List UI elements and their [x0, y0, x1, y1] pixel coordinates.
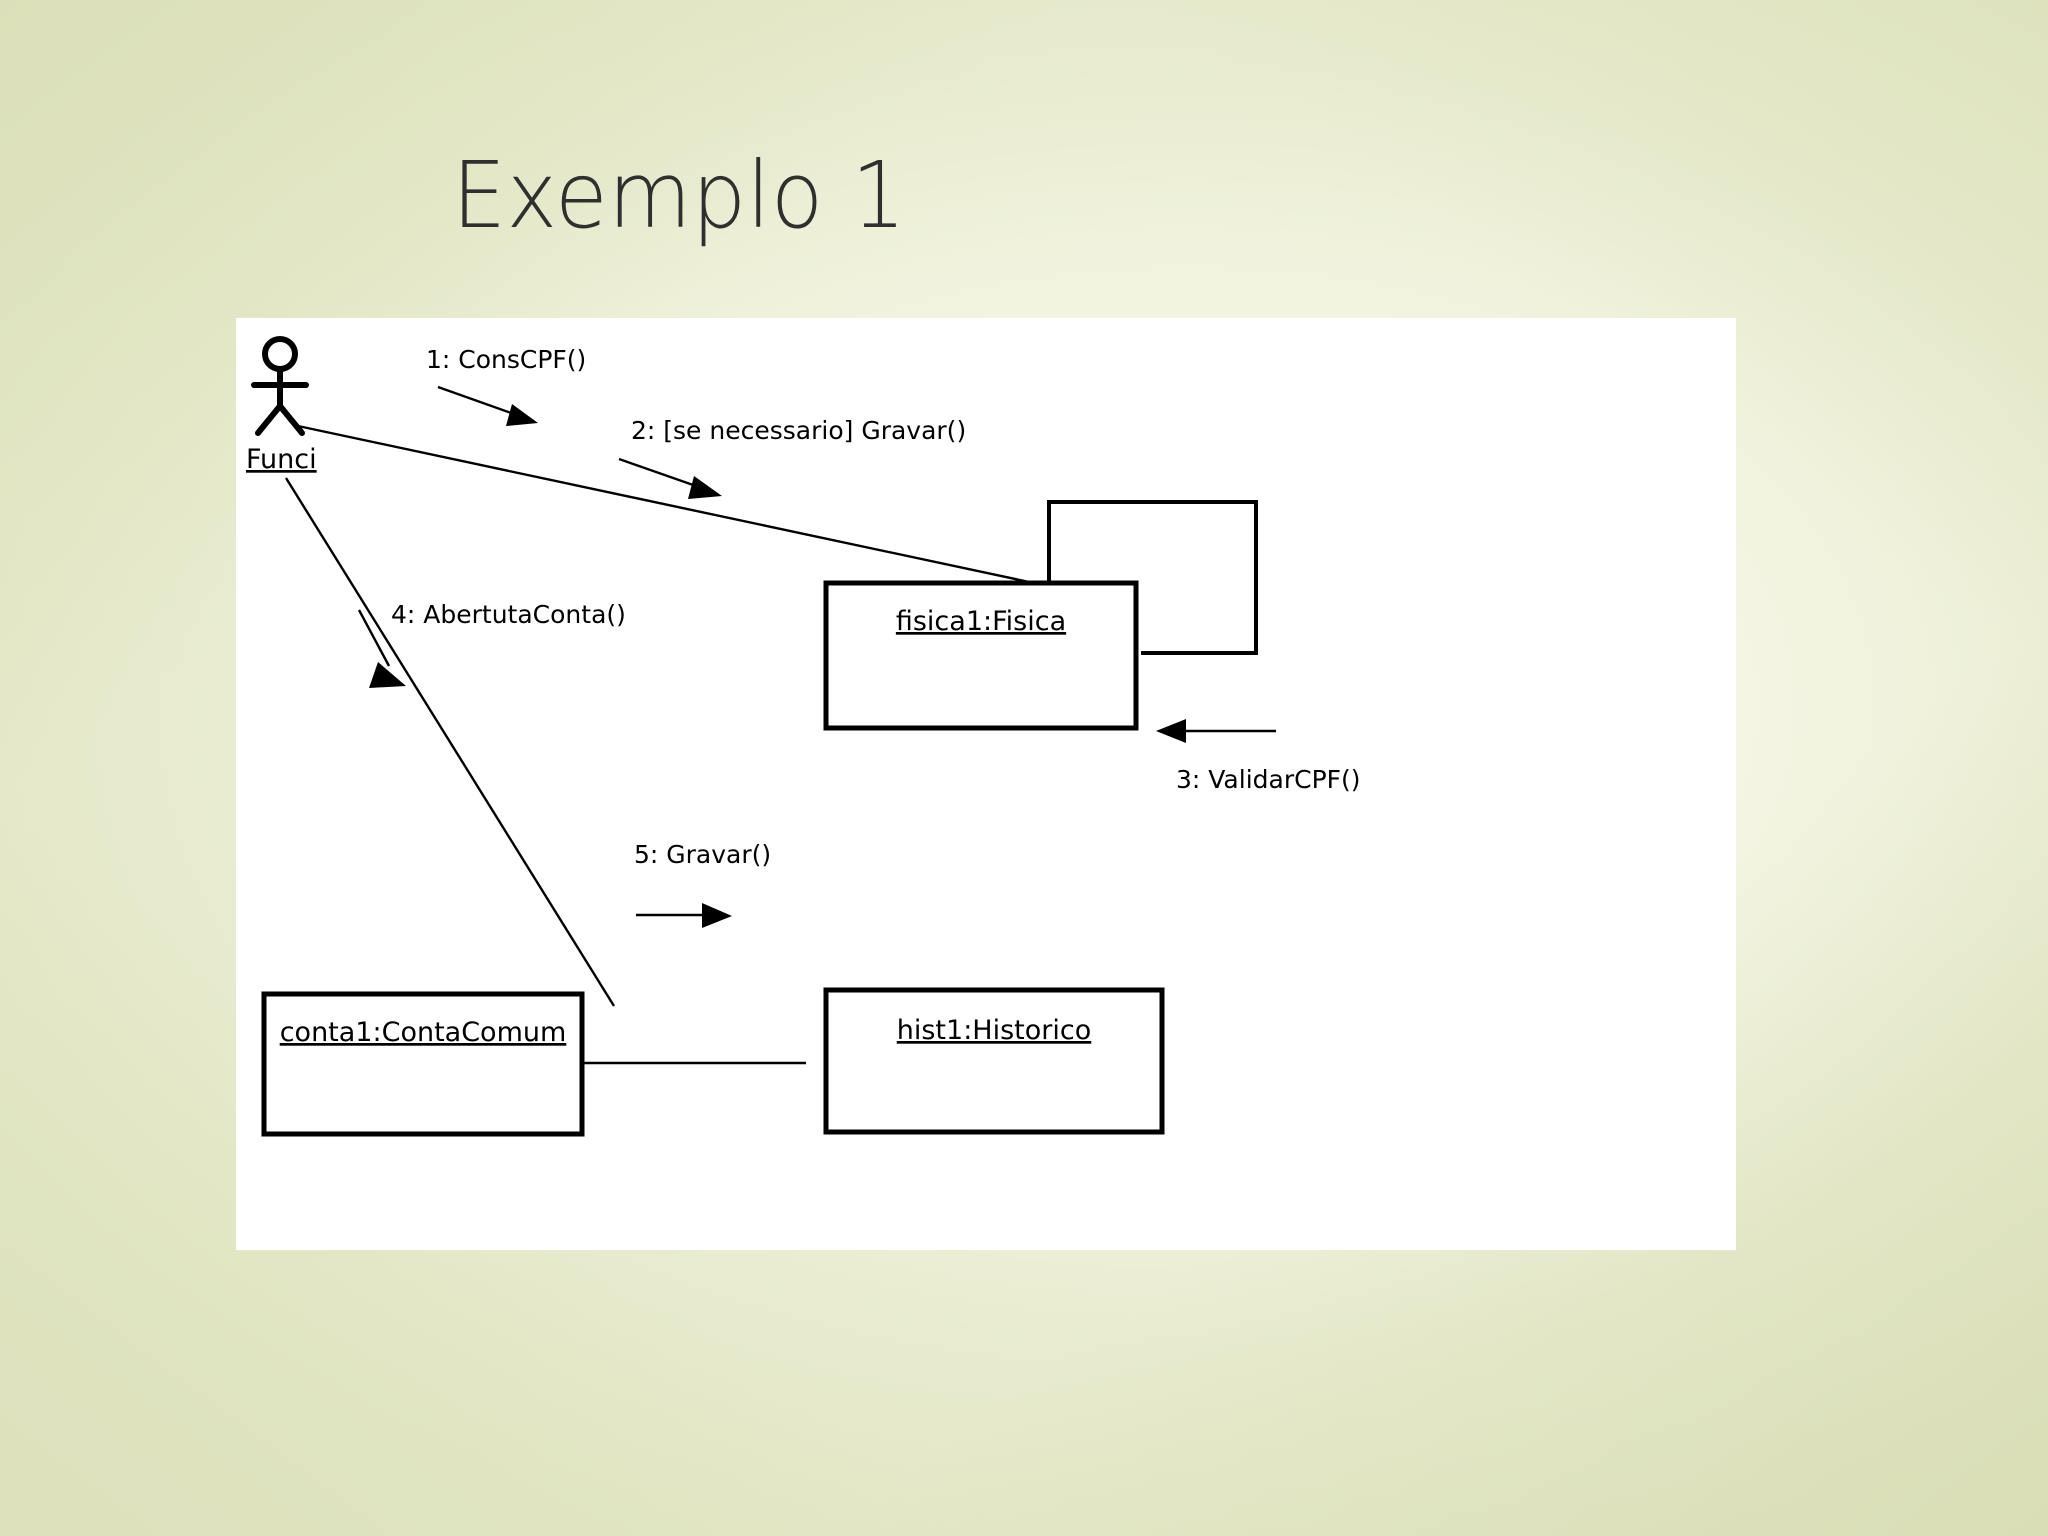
object-label-hist: hist1:Historico — [897, 1015, 1091, 1046]
actor-right-leg-icon — [277, 403, 305, 436]
object-box-conta — [261, 991, 585, 1137]
self-call-loop-fisica — [1047, 500, 1258, 655]
uml-collaboration-diagram: Funci 1: ConsCPF() 2: [se necessario] Gr… — [236, 318, 1736, 1250]
message-5-arrow — [636, 903, 732, 928]
page-title: Exemplo 1 — [452, 142, 907, 249]
message-2-arrow — [618, 457, 722, 499]
message-1-arrow — [437, 385, 538, 426]
message-2-label: 2: [se necessario] Gravar() — [631, 416, 966, 445]
message-3-label: 3: ValidarCPF() — [1176, 765, 1361, 794]
link-funci-conta — [284, 477, 616, 1007]
actor-left-leg-icon — [255, 403, 283, 436]
message-4-arrow — [357, 609, 406, 688]
actor-head-icon — [262, 336, 298, 372]
message-5-label: 5: Gravar() — [634, 840, 771, 869]
link-funci-fisica — [297, 424, 1049, 588]
object-label-conta: conta1:ContaComum — [280, 1017, 567, 1048]
object-box-hist — [823, 987, 1165, 1135]
object-box-fisica — [823, 580, 1139, 731]
message-4-label: 4: AbertutaConta() — [391, 600, 626, 629]
actor-label: Funci — [246, 444, 317, 475]
actor-funci — [251, 336, 309, 436]
message-1-label: 1: ConsCPF() — [426, 345, 586, 374]
object-label-fisica: fisica1:Fisica — [896, 606, 1066, 637]
message-3-arrow — [1156, 719, 1276, 743]
